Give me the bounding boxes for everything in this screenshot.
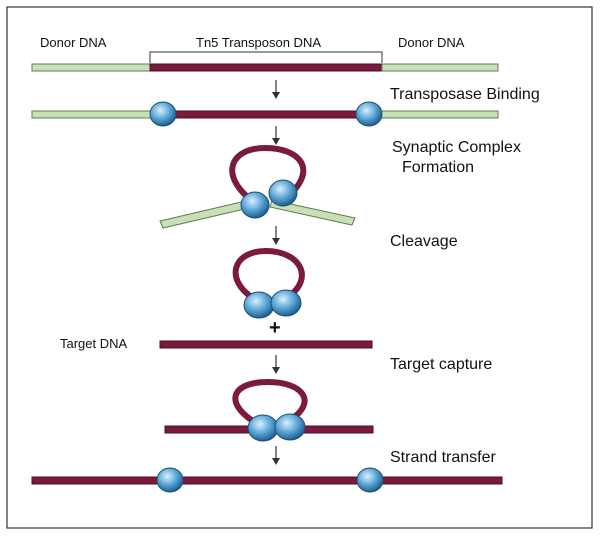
donor-dna-right-segment xyxy=(381,63,499,72)
row-cleavage xyxy=(232,247,305,319)
row-synaptic-complex xyxy=(159,144,356,229)
transposase-protein xyxy=(247,414,279,442)
step-synaptic-complex-label: Synaptic Complex xyxy=(392,139,521,156)
step-cleavage-label: Cleavage xyxy=(390,233,458,250)
transposon-bracket xyxy=(149,51,383,63)
arrow-5 xyxy=(272,446,280,465)
donor-dna-left-segment xyxy=(31,110,163,119)
transposon-dna-segment xyxy=(149,63,383,72)
transposase-protein xyxy=(356,467,384,493)
row-initial-dna xyxy=(31,63,499,72)
transposase-protein xyxy=(355,101,383,127)
donor-dna-left-segment xyxy=(31,63,151,72)
target-dna-label: Target DNA xyxy=(60,336,128,351)
donor-dna-left-arm xyxy=(159,199,254,229)
step-strand-transfer-label: Strand transfer xyxy=(390,449,497,466)
transposon-loop xyxy=(232,378,308,424)
transposase-protein xyxy=(240,191,270,219)
row-transposase-binding xyxy=(31,101,499,127)
transposase-protein xyxy=(243,291,275,319)
step-synaptic-complex-label-2: Formation xyxy=(402,159,474,176)
donor-dna-right-segment xyxy=(369,110,499,119)
arrow-2 xyxy=(272,126,280,145)
transposase-protein xyxy=(274,413,306,441)
step-target-capture-label: Target capture xyxy=(390,356,492,373)
transposon-loop xyxy=(229,144,307,202)
row-target-capture xyxy=(164,378,374,442)
arrow-1 xyxy=(272,80,280,99)
step-transposase-binding-label: Transposase Binding xyxy=(390,86,540,103)
transposase-protein xyxy=(268,179,298,207)
transposon-dna-segment xyxy=(169,476,371,485)
target-dna-left-segment xyxy=(31,476,171,485)
donor-dna-right-arm xyxy=(269,199,356,226)
donor-dna-left-label: Donor DNA xyxy=(40,35,107,50)
target-dna-right-segment xyxy=(369,476,503,485)
transposase-protein xyxy=(156,467,184,493)
figure-border xyxy=(6,6,593,529)
arrow-3 xyxy=(272,226,280,245)
donor-dna-right-label: Donor DNA xyxy=(398,35,465,50)
transposon-loop xyxy=(232,247,305,301)
transposon-dna-label: Tn5 Transposon DNA xyxy=(196,35,321,50)
arrow-4 xyxy=(272,355,280,374)
row-strand-transfer xyxy=(31,467,503,493)
transposase-protein xyxy=(270,289,302,317)
plus-sign: + xyxy=(269,317,281,339)
transposase-protein xyxy=(149,101,177,127)
target-dna-segment xyxy=(159,340,373,349)
transposon-dna-segment xyxy=(161,110,371,119)
